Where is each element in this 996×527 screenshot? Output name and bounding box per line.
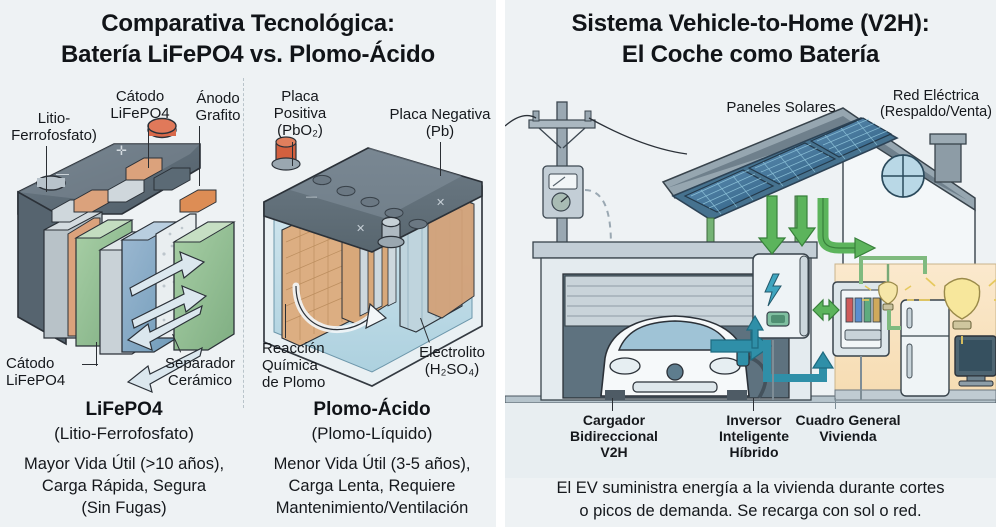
- caption-lead-acid-subtitle: (Plomo-Líquido): [311, 424, 433, 443]
- label-ceramic-separator: Separador Cerámico: [164, 355, 236, 389]
- board-wires: [772, 340, 862, 400]
- caption-lifepo4: LiFePO4 (Litio-Ferrofosfato) Mayor Vida …: [0, 398, 248, 519]
- bidirectional-charger-v2h: [752, 253, 810, 339]
- lifepo4-battery-illustration: — ✛: [17, 117, 236, 394]
- electrode-tabs: [51, 157, 217, 223]
- label-positive-plate: Placa Positiva (PbO₂): [273, 88, 327, 139]
- left-panel-battery-comparison: Comparativa Tecnológica: Batería LiFePO4…: [0, 0, 496, 527]
- ceiling-lamp-large: [919, 277, 996, 344]
- label-negative-plate: Placa Negativa (Pb): [389, 106, 491, 140]
- right-title-line-2: El Coche como Batería: [621, 41, 880, 68]
- label-cathode-lifepo4-top: Cátodo LiFePO4: [110, 88, 170, 122]
- leader-reaction: [285, 304, 287, 338]
- caption-lifepo4-title: LiFePO4: [85, 399, 163, 420]
- leader-panel-board: [835, 398, 837, 409]
- leader-cathode-bottom-v: [96, 342, 98, 366]
- solar-panel-array: [671, 117, 899, 255]
- v2h-caption: El EV suministra energía a la vivienda d…: [556, 479, 945, 520]
- lead-acid-lid: — ✕ ✕: [263, 147, 483, 253]
- lead-acid-terminal-positive: [271, 136, 301, 171]
- svg-text:✕: ✕: [356, 223, 365, 235]
- svg-text:✛: ✛: [116, 143, 127, 158]
- panel-divider-dashed: [243, 78, 244, 408]
- chemical-reaction-arrow: [365, 302, 388, 330]
- label-hybrid-inverter: Inversor Inteligente Híbrido: [718, 412, 789, 460]
- caption-lead-acid-title: Plomo-Ácido: [313, 399, 431, 420]
- leader-negative-plate: [440, 142, 442, 176]
- leader-charger: [612, 398, 614, 411]
- label-graphite-anode: Ánodo Grafito: [195, 90, 241, 124]
- windshield: [617, 320, 733, 351]
- label-lithium-iron-phosphate: Litio- Ferrofosfato): [11, 110, 97, 144]
- leader-cathode-bottom-h: [82, 364, 98, 366]
- label-solar-panels: Paneles Solares: [726, 99, 836, 116]
- caption-lead-acid: Plomo-Ácido (Plomo-Líquido) Menor Vida Ú…: [248, 398, 496, 519]
- television: [954, 335, 996, 387]
- svg-text:—: —: [56, 166, 69, 181]
- label-electrolyte: Electrolito (H₂SO₄): [419, 344, 485, 378]
- lead-acid-terminal-negative: [377, 216, 405, 249]
- ion-flow-arrows: [126, 250, 208, 394]
- leader-positive-plate: [292, 142, 294, 166]
- caption-lifepo4-body: Mayor Vida Útil (>10 años), Carga Rápida…: [23, 455, 225, 517]
- panel-separator-gap: [496, 0, 505, 527]
- svg-text:—: —: [306, 191, 317, 203]
- leader-anode: [199, 126, 201, 186]
- left-title-line-2: Batería LiFePO4 vs. Plomo-Ácido: [61, 41, 435, 68]
- caption-lifepo4-subtitle: (Litio-Ferrofosfato): [54, 424, 194, 443]
- right-panel-title: Sistema Vehicle-to-Home (V2H): El Coche …: [505, 0, 996, 70]
- right-panel-v2h-system: Sistema Vehicle-to-Home (V2H): El Coche …: [505, 0, 996, 527]
- ev-discharge-arrows: [710, 314, 835, 382]
- leader-cathode-top: [148, 124, 150, 168]
- label-cathode-lifepo4-bottom: Cátodo LiFePO4: [6, 355, 66, 389]
- label-bidirectional-charger: Cargador Bidireccional V2H: [570, 412, 658, 460]
- left-title-line-1: Comparativa Tecnológica:: [101, 10, 395, 37]
- label-lead-chemical-reaction: Reacción Química de Plomo: [262, 340, 326, 391]
- right-title-line-1: Sistema Vehicle-to-Home (V2H):: [571, 10, 930, 37]
- electricity-meter: [542, 165, 584, 219]
- cell-layer-stack: [43, 211, 236, 355]
- green-wire-interior: [859, 256, 927, 330]
- left-panel-captions: LiFePO4 (Litio-Ferrofosfato) Mayor Vida …: [0, 398, 496, 519]
- headlight-right: [709, 357, 741, 375]
- refrigerator: [900, 299, 950, 397]
- caption-lead-acid-body: Menor Vida Útil (3-5 años), Carga Lenta,…: [273, 455, 471, 517]
- leader-lithium-iron: [46, 146, 48, 192]
- label-distribution-board: Cuadro General Vivienda: [795, 412, 901, 444]
- leader-inverter: [753, 398, 755, 411]
- solar-energy-arrows: [757, 195, 877, 322]
- lightning-bolt-icon: [764, 273, 782, 307]
- label-electrical-grid: Red Eléctrica (Respaldo/Venta): [879, 88, 993, 120]
- svg-text:✕: ✕: [436, 197, 445, 209]
- car-logo: [666, 363, 684, 381]
- v2h-house-scene: [505, 101, 996, 478]
- left-panel-title: Comparativa Tecnológica: Batería LiFePO4…: [0, 0, 496, 70]
- headlight-left: [609, 357, 641, 375]
